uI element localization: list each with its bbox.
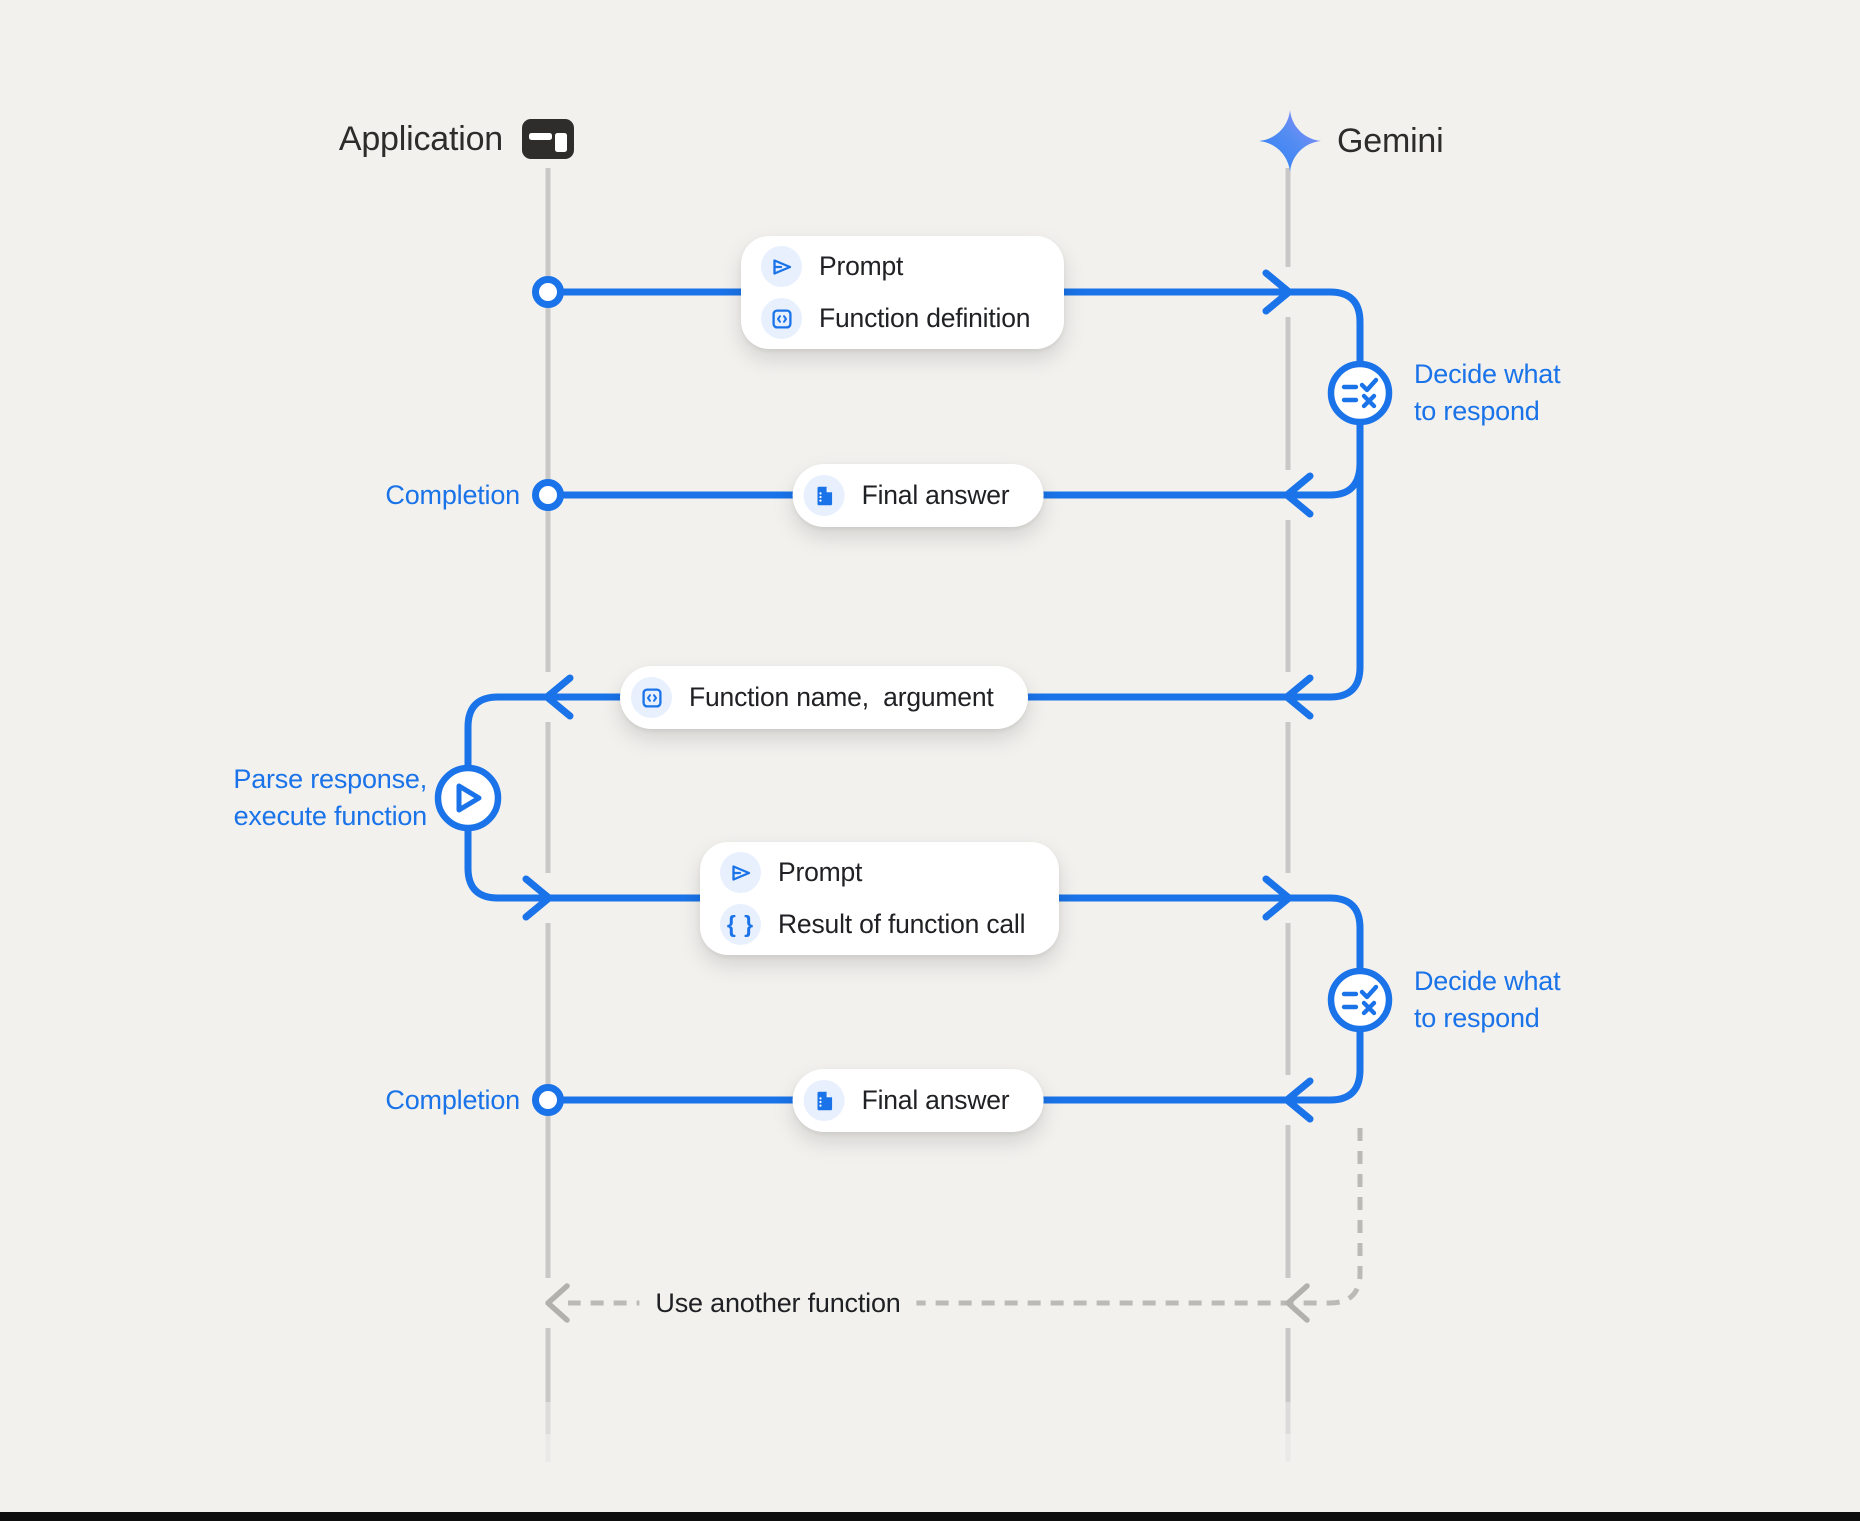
- decide-label-1: Decide what to respond: [1414, 359, 1561, 426]
- document-icon: [803, 475, 845, 516]
- document-icon: [803, 1080, 845, 1121]
- card-label-function-definition: Function definition: [819, 303, 1031, 333]
- card-label-prompt: Prompt: [819, 251, 904, 281]
- gemini-spark-icon: [1259, 110, 1321, 172]
- card-label-final-answer: Final answer: [861, 1085, 1010, 1115]
- checklist-decision-icon: [1341, 984, 1379, 1016]
- parse-execute-label: Parse response, execute function: [233, 764, 427, 831]
- completion-circle-2: [532, 1084, 564, 1116]
- arrowhead-right-row4-app: [522, 875, 553, 921]
- message-card-prompt-function-definition: Prompt Function definition: [741, 236, 1065, 349]
- card-row: { } Result of function call: [720, 904, 1025, 945]
- message-card-prompt-result: Prompt { } Result of function call: [700, 842, 1060, 955]
- completion-label-1: Completion: [385, 480, 520, 510]
- send-icon: [761, 246, 802, 287]
- card-row: Prompt: [761, 246, 903, 287]
- code-box-icon: [761, 298, 802, 339]
- arrowhead-left-row3-app: [543, 674, 574, 720]
- parse-execute-node: [434, 764, 502, 832]
- card-label-result-of-function-call: Result of function call: [778, 909, 1026, 939]
- use-another-function-label: Use another function: [639, 1283, 917, 1323]
- actor-gemini-label: Gemini: [1337, 122, 1444, 160]
- bottom-edge-bar: [0, 1512, 1860, 1521]
- card-row: Function definition: [761, 298, 1030, 339]
- message-card-final-answer-2: Final answer: [792, 1069, 1044, 1132]
- curly-braces-icon: { }: [720, 904, 761, 945]
- actor-application-label: Application: [338, 120, 503, 158]
- use-another-function-dashed-path: [545, 1128, 1363, 1323]
- code-box-icon: [631, 677, 672, 718]
- arrowhead-left-row5: [1283, 1077, 1314, 1123]
- endpoint-circles: [532, 276, 564, 1116]
- completion-circle-1: [532, 479, 564, 511]
- arrowhead-left-row2: [1283, 472, 1314, 518]
- completion-label-2: Completion: [385, 1085, 520, 1115]
- card-row: Prompt: [720, 852, 862, 893]
- send-icon: [720, 852, 761, 893]
- message-card-function-name-argument: Function name, argument: [620, 666, 1028, 729]
- decide-node-1: [1327, 360, 1393, 426]
- arrowhead-right-row1: [1262, 269, 1293, 315]
- decide-node-2: [1327, 967, 1393, 1033]
- arrowhead-left-row3-gemini: [1283, 674, 1314, 720]
- card-label-prompt: Prompt: [778, 857, 863, 887]
- origin-circle-row1: [532, 276, 564, 308]
- card-label-final-answer: Final answer: [861, 480, 1010, 510]
- arrowheads: [522, 269, 1314, 1123]
- browser-window-icon: [522, 119, 574, 159]
- message-card-final-answer-1: Final answer: [792, 464, 1044, 527]
- arrowhead-right-row4-gemini: [1262, 875, 1293, 921]
- checklist-decision-icon: [1341, 377, 1379, 409]
- decide-label-2: Decide what to respond: [1414, 966, 1561, 1033]
- card-label-function-name-argument: Function name, argument: [689, 682, 994, 712]
- dashed-arrowhead-left-gemini: [1285, 1283, 1310, 1323]
- dashed-arrowhead-left-application: [545, 1283, 570, 1323]
- play-circle-icon: [456, 783, 482, 813]
